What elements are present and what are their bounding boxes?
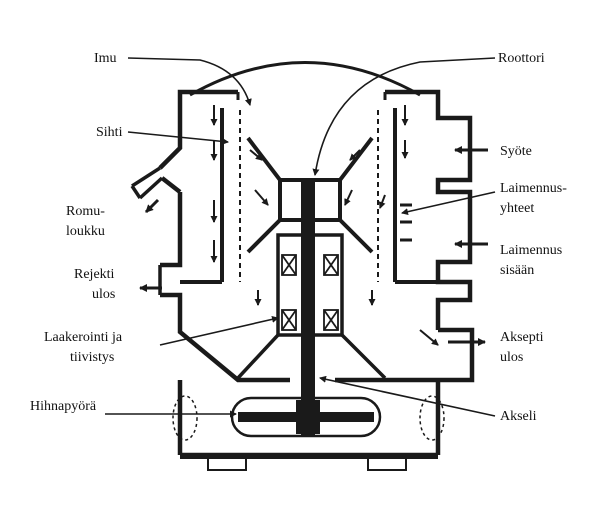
label-rejekti-ulos-1: Rejekti (74, 267, 115, 282)
flow-arrows (210, 105, 439, 346)
label-sihti: Sihti (96, 125, 123, 140)
labels: Imu Roottori Sihti Syöte Romu- loukku La… (30, 51, 567, 424)
feet (180, 457, 438, 471)
belt-pulley (172, 395, 445, 441)
label-rejekti-ulos-2: ulos (92, 287, 115, 302)
screen-basket-left (180, 108, 241, 284)
label-imu: Imu (94, 51, 117, 66)
label-aksepti-ulos-2: ulos (500, 350, 523, 365)
leader-lines (105, 57, 496, 418)
port-arrows (139, 146, 488, 346)
label-laimennusyhteet-2: yhteet (500, 201, 534, 216)
bearings (281, 254, 339, 331)
shaft (301, 178, 315, 435)
label-laimennus-sisaan-2: sisään (500, 263, 534, 278)
label-romuloukku-2: loukku (66, 224, 105, 239)
scrap-trap (130, 166, 164, 200)
dilution-nozzles (400, 203, 412, 242)
label-akseli: Akseli (500, 409, 537, 424)
label-syote: Syöte (500, 144, 532, 159)
label-romuloukku-1: Romu- (66, 204, 105, 219)
housing (158, 89, 475, 458)
label-hihnapyora: Hihnapyörä (30, 399, 97, 414)
label-laimennusyhteet-1: Laimennus- (500, 181, 567, 196)
label-laimennus-sisaan-1: Laimennus (500, 243, 562, 258)
top-cover (189, 61, 421, 100)
label-laakerointi-1: Laakerointi ja (44, 330, 123, 345)
screen-basket-right (377, 108, 438, 284)
label-roottori: Roottori (498, 51, 545, 66)
label-aksepti-ulos-1: Aksepti (500, 330, 544, 345)
label-laakerointi-2: tiivistys (70, 350, 114, 365)
